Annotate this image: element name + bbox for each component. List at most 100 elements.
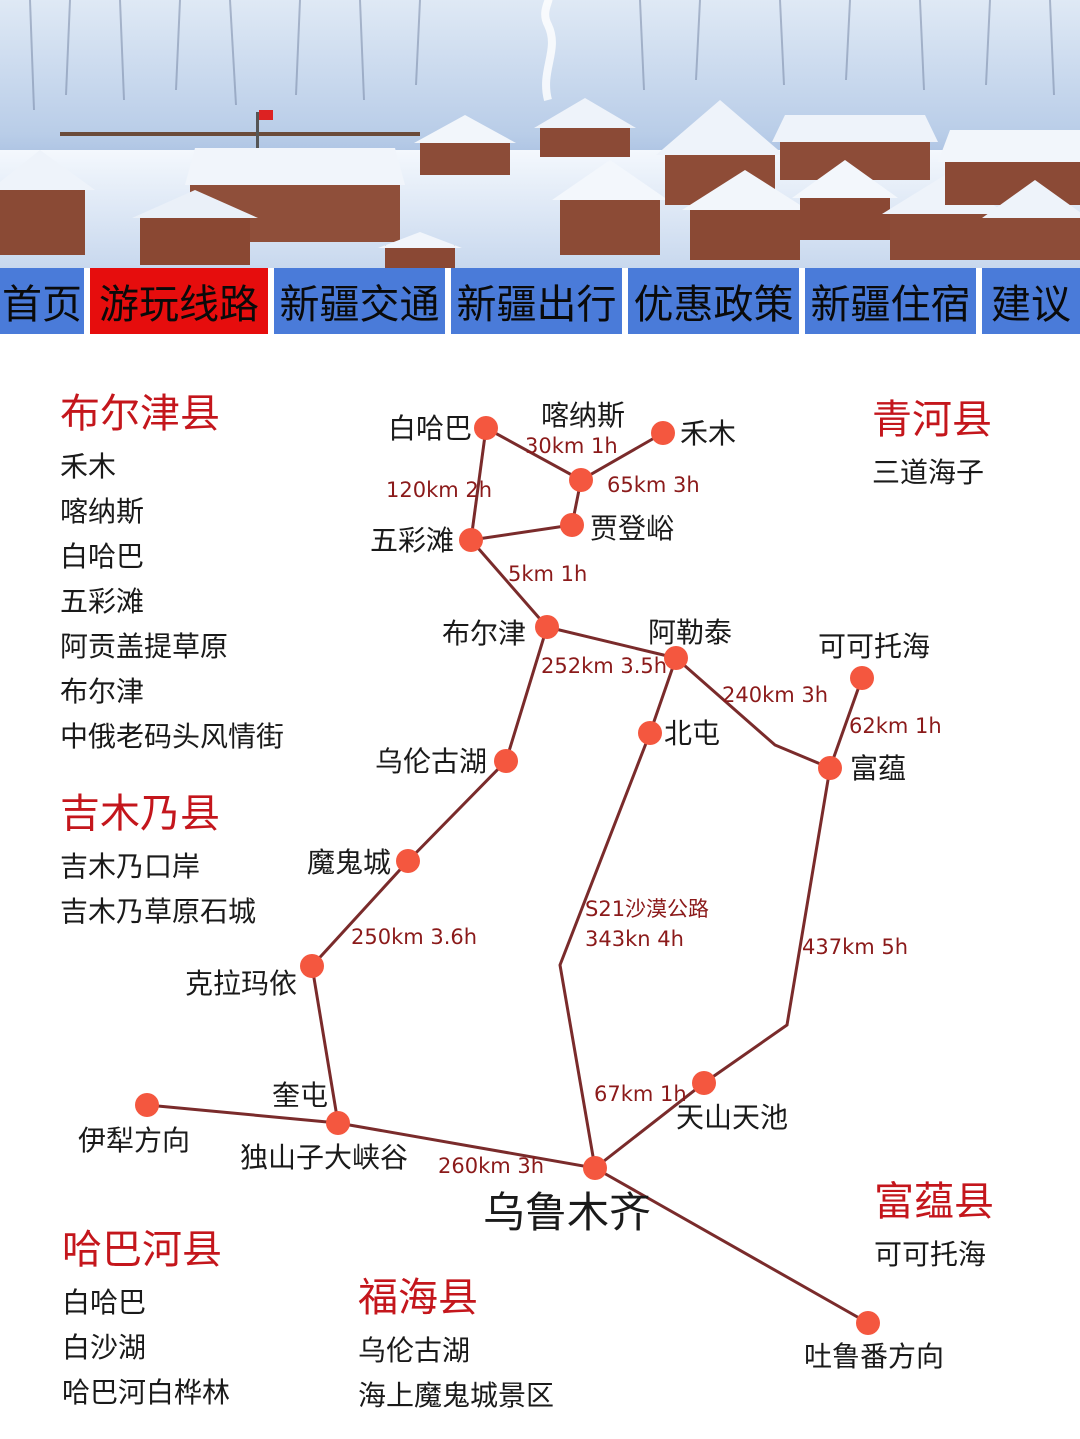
region-item[interactable]: 布尔津 [60, 675, 145, 708]
route-line [146, 1103, 869, 1325]
node-baihaba-marker[interactable] [474, 416, 498, 440]
node-wucaitan-marker[interactable] [459, 528, 483, 552]
region-item[interactable]: 喀纳斯 [60, 495, 145, 528]
region-item[interactable]: 中俄老码头风情街 [60, 720, 285, 753]
region-burqin: 布尔津县禾木喀纳斯白哈巴五彩滩阿贡盖提草原布尔津中俄老码头风情街 [60, 390, 284, 759]
nav-bar: 首页游玩线路新疆交通新疆出行优惠政策新疆住宿建议 [0, 268, 1080, 334]
node-jiadengyu-label[interactable]: 贾登峪 [590, 512, 674, 545]
node-tianchi-marker[interactable] [692, 1071, 716, 1095]
distance-label: 250km 3.6h [351, 925, 477, 949]
node-fuyun-label[interactable]: 富蕴 [850, 752, 906, 785]
node-karamay-label[interactable]: 克拉玛依 [185, 967, 297, 1000]
distance-label: 343kn 4h [585, 927, 684, 951]
region-item[interactable]: 白哈巴 [62, 1286, 147, 1319]
region-qinghe: 青河县三道海子 [872, 396, 992, 495]
node-hemu-marker[interactable] [651, 421, 675, 445]
region-item[interactable]: 哈巴河白桦林 [62, 1376, 231, 1409]
node-hemu-label[interactable]: 禾木 [680, 417, 736, 450]
tab-6[interactable]: 新疆住宿 [805, 268, 982, 334]
distance-label: 252km 3.5h [541, 654, 667, 678]
node-altay-marker[interactable] [664, 646, 688, 670]
route-line [469, 427, 488, 541]
node-ghostcity-label[interactable]: 魔鬼城 [307, 846, 391, 879]
region-item[interactable]: 白沙湖 [62, 1331, 147, 1364]
node-altay-label[interactable]: 阿勒泰 [648, 616, 732, 649]
route-distances: 30km 1h 120km 2h 65km 3h 5km 1h 252km 3.5h 24… [351, 434, 942, 1178]
distance-label: 62km 1h [849, 714, 942, 738]
node-fuyun-marker[interactable] [818, 756, 842, 780]
tab-4[interactable]: 新疆出行 [451, 268, 628, 334]
route-line [469, 539, 549, 628]
route-line [594, 767, 832, 1170]
region-item[interactable]: 吉木乃口岸 [60, 850, 201, 883]
region-title: 布尔津县 [60, 391, 220, 437]
region-jeminay: 吉木乃县吉木乃口岸吉木乃草原石城 [60, 790, 256, 934]
distance-label: 260km 3h [438, 1154, 544, 1178]
distance-label: 120km 2h [386, 478, 492, 502]
region-item[interactable]: 海上魔鬼城景区 [358, 1379, 555, 1412]
region-fuhai: 福海县乌伦古湖海上魔鬼城景区 [358, 1274, 554, 1418]
route-lines [146, 426, 869, 1325]
distance-label: 65km 3h [607, 473, 700, 497]
region-item[interactable]: 禾木 [60, 450, 117, 483]
distance-label: 30km 1h [525, 434, 618, 458]
node-kuitun-label[interactable]: 奎屯 [272, 1079, 328, 1112]
hero-snow-village-photo [0, 0, 1080, 268]
node-jiadengyu-marker[interactable] [560, 513, 584, 537]
node-turpan-marker[interactable] [856, 1311, 880, 1335]
region-item[interactable]: 五彩滩 [60, 585, 145, 618]
node-urumqi-label[interactable]: 乌鲁木齐 [483, 1188, 651, 1237]
tab-1[interactable]: 首页 [0, 268, 90, 334]
node-yili-label[interactable]: 伊犁方向 [78, 1124, 190, 1157]
node-baihaba-label[interactable]: 白哈巴 [388, 412, 472, 445]
node-kanas-label[interactable]: 喀纳斯 [541, 399, 625, 432]
route-map: 白哈巴喀纳斯禾木贾登峪五彩滩布尔津阿勒泰可可托海北屯富蕴乌伦古湖魔鬼城克拉玛依奎… [78, 399, 944, 1373]
route-line [675, 656, 831, 770]
tab-2[interactable]: 游玩线路 [90, 268, 274, 334]
node-wucaitan-label[interactable]: 五彩滩 [370, 524, 454, 557]
node-tianchi-label[interactable]: 天山天池 [676, 1101, 788, 1134]
region-title: 青河县 [872, 397, 992, 443]
region-item[interactable]: 三道海子 [872, 456, 985, 489]
route-line [558, 657, 678, 1169]
node-urumqi-marker[interactable] [583, 1156, 607, 1180]
route-line [546, 625, 677, 660]
distance-label: S21沙漠公路 [585, 897, 709, 921]
region-item[interactable]: 吉木乃草原石城 [60, 895, 257, 928]
node-junction-marker[interactable] [569, 468, 593, 492]
distance-label: 5km 1h [508, 562, 587, 586]
distance-label: 240km 3h [722, 683, 828, 707]
region-item[interactable]: 乌伦古湖 [358, 1334, 471, 1367]
node-koktokay-marker[interactable] [850, 666, 874, 690]
node-beitun-marker[interactable] [638, 721, 662, 745]
node-karamay-marker[interactable] [300, 954, 324, 978]
node-burqin-label[interactable]: 布尔津 [442, 617, 526, 650]
region-habahe: 哈巴河县白哈巴白沙湖哈巴河白桦林 [62, 1226, 230, 1415]
route-line [470, 523, 573, 542]
node-ulungur-marker[interactable] [494, 749, 518, 773]
route-line [828, 677, 864, 769]
node-turpan-label[interactable]: 吐鲁番方向 [804, 1340, 944, 1373]
region-fuyun: 富蕴县可可托海 [874, 1178, 994, 1277]
node-beitun-label[interactable]: 北屯 [664, 717, 720, 750]
node-kuitun-marker[interactable] [326, 1111, 350, 1135]
node-ghostcity-marker[interactable] [396, 849, 420, 873]
node-ulungur-label[interactable]: 乌伦古湖 [375, 745, 487, 778]
tab-7[interactable]: 建议 [982, 268, 1080, 334]
region-title: 哈巴河县 [62, 1227, 222, 1273]
region-title: 吉木乃县 [60, 791, 220, 837]
route-nodes [135, 416, 880, 1335]
region-title: 福海县 [358, 1275, 478, 1321]
node-yili-marker[interactable] [135, 1093, 159, 1117]
distance-label: 437km 5h [802, 935, 908, 959]
tab-3[interactable]: 新疆交通 [274, 268, 451, 334]
distance-label: 67km 1h [594, 1082, 687, 1106]
region-item[interactable]: 白哈巴 [60, 540, 145, 573]
node-dushanzi-label[interactable]: 独山子大峡谷 [240, 1141, 408, 1174]
node-koktokay-label[interactable]: 可可托海 [818, 630, 930, 663]
node-burqin-marker[interactable] [535, 615, 559, 639]
region-title: 富蕴县 [874, 1179, 994, 1225]
region-item[interactable]: 可可托海 [874, 1238, 987, 1271]
region-item[interactable]: 阿贡盖提草原 [60, 630, 229, 663]
tab-5[interactable]: 优惠政策 [628, 268, 805, 334]
